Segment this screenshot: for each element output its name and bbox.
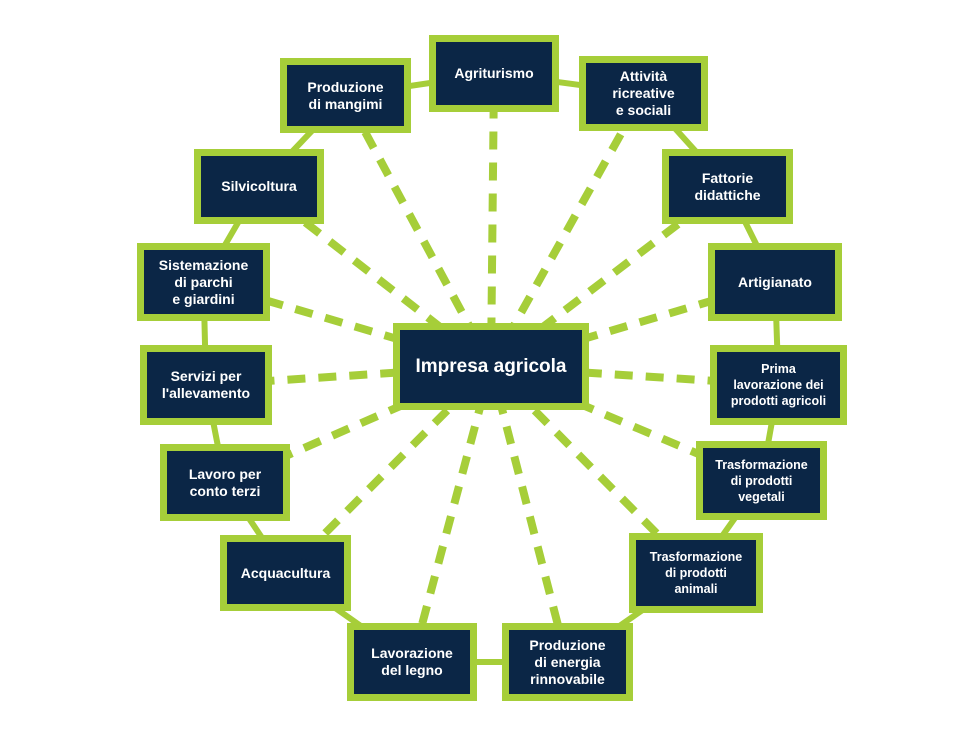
node-lavoro-conto-terzi: Lavoro per conto terzi [160,444,290,521]
outer-ring-connector [200,70,782,665]
node-trasformazione-animali: Trasformazione di prodotti animali [629,533,763,613]
node-energia-rinnovabile: Produzione di energia rinnovabile [502,623,633,701]
spoke-energia-rinnovabile [487,365,572,664]
node-prima-lavorazione: Prima lavorazione dei prodotti agricoli [710,345,847,425]
node-sistemazione-parchi: Sistemazione di parchi e giardini [137,243,270,321]
node-agriturismo: Agriturismo [429,35,559,112]
center-node: Impresa agricola [393,323,589,410]
spoke-produzione-mangimi [341,93,495,369]
node-produzione-mangimi: Produzione di mangimi [280,58,411,133]
node-acquacultura: Acquacultura [220,535,351,611]
node-fattorie-didattiche: Fattorie didattiche [662,149,793,224]
spoke-attivita-ricreative [487,91,647,369]
node-trasformazione-vegetali: Trasformazione di prodotti vegetali [696,441,827,520]
spoke-lavorazione-legno [408,365,495,664]
node-lavorazione-legno: Lavorazione del legno [347,623,477,701]
node-servizi-allevamento: Servizi per l'allevamento [140,345,272,425]
node-silvicoltura: Silvicoltura [194,149,324,224]
node-artigianato: Artigianato [708,243,842,321]
spoke-agriturismo [487,73,498,367]
node-attivita-ricreative: Attività ricreative e sociali [579,56,708,131]
